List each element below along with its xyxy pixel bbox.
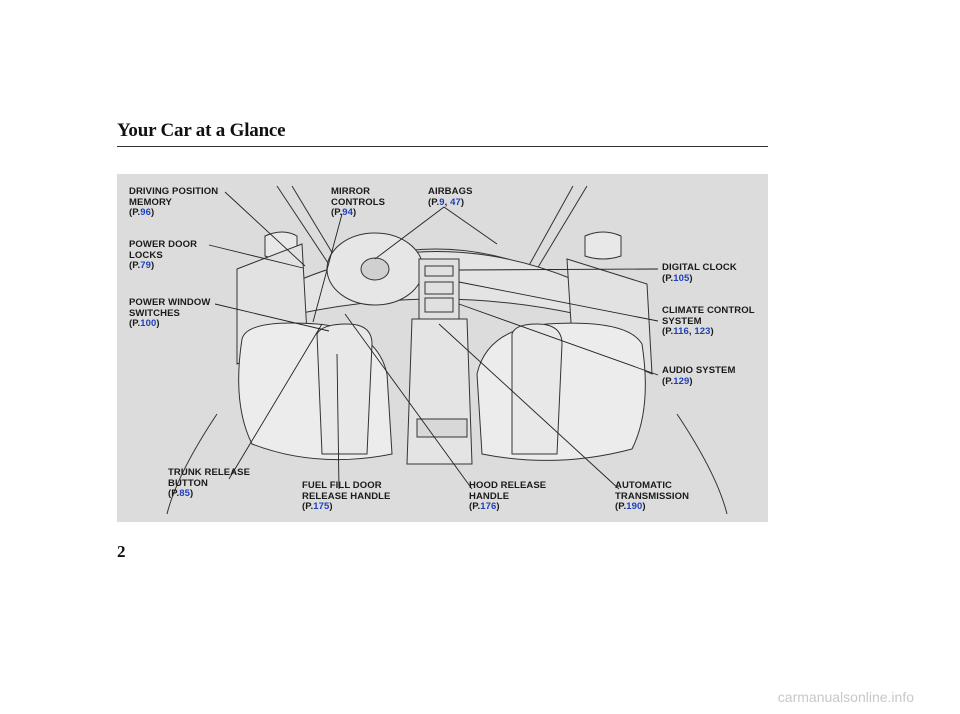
callout-line: DIGITAL CLOCK — [662, 262, 737, 273]
callout-line: POWER WINDOW — [129, 297, 211, 308]
callout-power-window-switches: POWER WINDOW SWITCHES (P.100) — [129, 297, 211, 330]
callout-line: BUTTON — [168, 477, 209, 489]
leader-digital-clock — [458, 268, 659, 271]
page-link[interactable]: 9 — [439, 196, 445, 208]
callout-line: MEMORY — [129, 196, 172, 208]
ref-prefix: (P. — [129, 318, 141, 329]
ref-prefix: (P. — [129, 260, 141, 271]
callout-line: FUEL FILL DOOR — [302, 480, 382, 491]
page-link[interactable]: 100 — [140, 318, 157, 329]
page-link[interactable]: 123 — [694, 326, 711, 337]
callout-climate-control: CLIMATE CONTROL SYSTEM (P.116, 123) — [662, 305, 755, 338]
leader-mirror-controls — [312, 213, 343, 323]
callout-audio-system: AUDIO SYSTEM (P.129) — [662, 365, 736, 387]
ref-suffix: ) — [710, 326, 714, 337]
ref-suffix: ) — [689, 375, 693, 387]
ref-prefix: (P. — [662, 272, 674, 284]
callout-hood-release: HOOD RELEASE HANDLE (P.176) — [469, 480, 547, 513]
ref-prefix: (P. — [615, 501, 627, 512]
callout-digital-clock: DIGITAL CLOCK (P.105) — [662, 262, 737, 284]
leader-fuel-fill-door — [336, 353, 340, 490]
page-link[interactable]: 116 — [673, 326, 689, 337]
leader-audio-system — [458, 303, 659, 376]
ref-separator: , — [444, 196, 451, 208]
page-link[interactable]: 176 — [480, 501, 497, 512]
callout-power-door-locks: POWER DOOR LOCKS (P.79) — [129, 239, 198, 272]
callout-line: DRIVING POSITION — [129, 186, 219, 197]
page-link[interactable]: 96 — [140, 207, 151, 218]
callout-line: LOCKS — [129, 249, 163, 261]
page-link[interactable]: 85 — [179, 488, 190, 499]
ref-prefix: (P. — [662, 326, 674, 337]
page-link[interactable]: 79 — [140, 260, 151, 271]
ref-suffix: ) — [642, 501, 646, 512]
page-link[interactable]: 190 — [626, 501, 643, 512]
ref-suffix: ) — [151, 207, 155, 218]
page-link[interactable]: 129 — [673, 375, 690, 387]
ref-separator: , — [688, 326, 695, 337]
page-link[interactable]: 47 — [450, 196, 461, 208]
callout-line: CLIMATE CONTROL — [662, 305, 755, 316]
leader-driving-position-memory — [224, 191, 306, 267]
watermark: carmanualsonline.info — [777, 689, 914, 705]
ref-suffix: ) — [353, 207, 357, 218]
ref-prefix: (P. — [662, 375, 674, 387]
ref-suffix: ) — [156, 318, 160, 329]
callout-line: AIRBAGS — [428, 186, 473, 197]
callout-line: TRANSMISSION — [615, 490, 690, 502]
ref-suffix: ) — [329, 501, 333, 512]
ref-suffix: ) — [496, 501, 500, 512]
callout-line: SYSTEM — [662, 315, 702, 327]
callout-line: MIRROR — [331, 186, 371, 197]
ref-suffix: ) — [190, 488, 194, 499]
leader-trunk-release — [228, 323, 323, 480]
page-link[interactable]: 175 — [313, 501, 330, 512]
callout-line: TRUNK RELEASE — [168, 467, 251, 478]
car-interior-illustration — [166, 185, 728, 515]
title-rule — [117, 146, 768, 147]
leader-hood-release — [344, 313, 473, 490]
ref-prefix: (P. — [168, 488, 180, 499]
callout-driving-position-memory: DRIVING POSITION MEMORY (P.96) — [129, 186, 219, 219]
page-link[interactable]: 105 — [673, 272, 690, 284]
callout-line: POWER DOOR — [129, 239, 198, 250]
callout-airbags: AIRBAGS (P.9, 47) — [428, 186, 473, 208]
callout-mirror-controls: MIRROR CONTROLS (P.94) — [331, 186, 386, 219]
callout-line: SWITCHES — [129, 307, 180, 319]
callout-line: AUTOMATIC — [615, 480, 673, 491]
leader-airbags-dash — [443, 206, 498, 245]
callout-line: CONTROLS — [331, 196, 386, 208]
leader-power-door-locks — [208, 244, 304, 269]
ref-suffix: ) — [689, 272, 693, 284]
callout-line: AUDIO SYSTEM — [662, 365, 736, 376]
callout-trunk-release: TRUNK RELEASE BUTTON (P.85) — [168, 467, 251, 500]
ref-prefix: (P. — [428, 196, 440, 208]
callout-fuel-fill-door: FUEL FILL DOOR RELEASE HANDLE (P.175) — [302, 480, 391, 513]
callout-line: RELEASE HANDLE — [302, 490, 391, 502]
ref-prefix: (P. — [129, 207, 141, 218]
callout-automatic-transmission: AUTOMATIC TRANSMISSION (P.190) — [615, 480, 690, 513]
ref-suffix: ) — [151, 260, 155, 271]
page-number: 2 — [117, 542, 126, 561]
page-title: Your Car at a Glance — [117, 120, 286, 141]
ref-prefix: (P. — [331, 207, 343, 218]
ref-prefix: (P. — [469, 501, 481, 512]
leader-climate-control — [458, 281, 659, 322]
leader-automatic-transmission — [438, 323, 620, 490]
callout-line: HOOD RELEASE — [469, 480, 547, 491]
leader-power-window-switches — [214, 303, 330, 332]
callout-line: HANDLE — [469, 490, 510, 502]
ref-prefix: (P. — [302, 501, 314, 512]
leader-airbags-steering — [374, 206, 445, 260]
ref-suffix: ) — [460, 196, 465, 208]
page-link[interactable]: 94 — [342, 207, 353, 218]
